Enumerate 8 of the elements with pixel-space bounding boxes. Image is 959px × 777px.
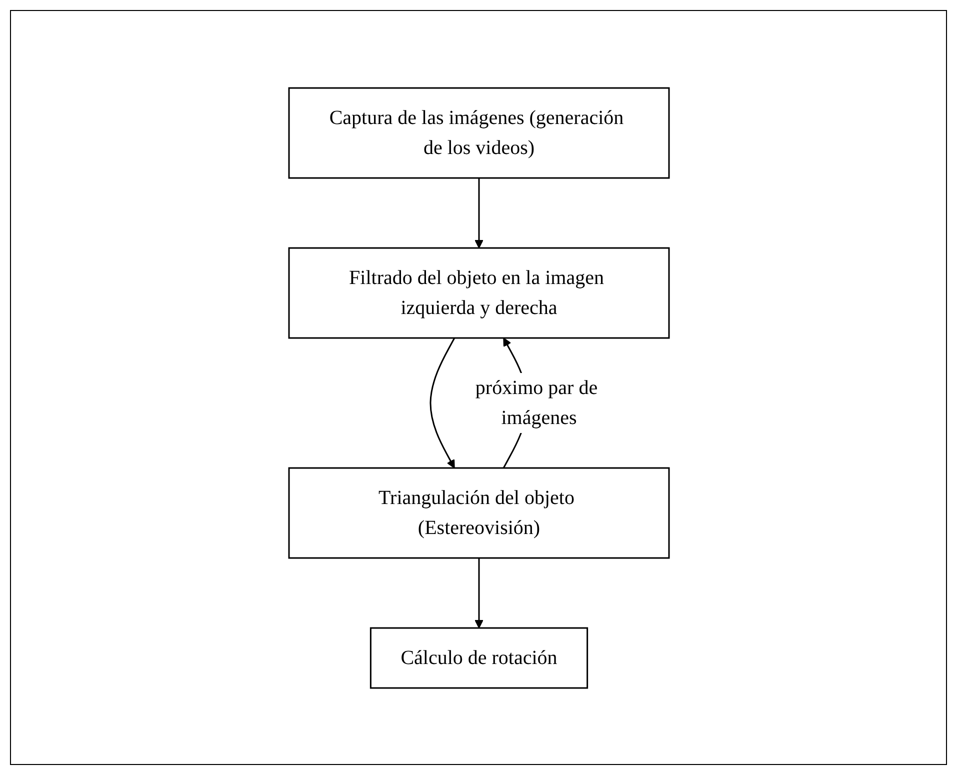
node-box: Cálculo de rotación xyxy=(369,626,588,688)
node-box: Triangulación del objeto (Estereovisión) xyxy=(288,466,670,558)
edge-label: próximo par de imágenes xyxy=(474,376,598,428)
arrow xyxy=(429,337,455,468)
node-box: Filtrado del objeto en la imagen izquierda y derecha xyxy=(288,246,670,338)
arrow xyxy=(474,178,483,248)
node-box: Captura de las imágenes (generación de los videos) xyxy=(288,86,670,178)
arrow xyxy=(474,558,483,628)
